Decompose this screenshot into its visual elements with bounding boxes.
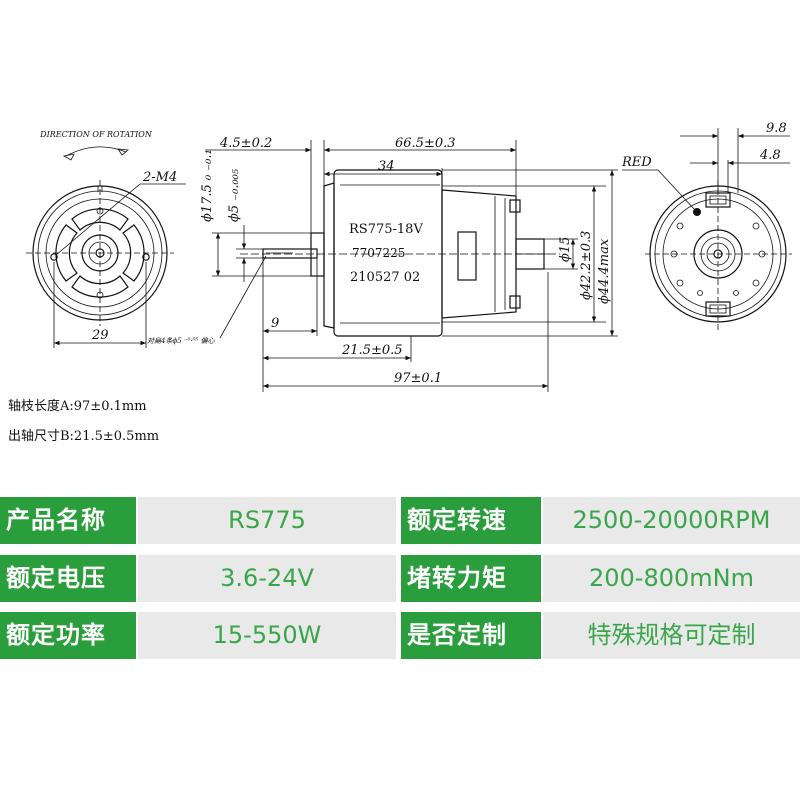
flat-note: 对扁4条ϕ5 ⁻⁰·⁰⁵ 偏心 [147, 337, 215, 345]
dim-42-2: ϕ42.2±0.3 [579, 231, 594, 300]
spec-value: 15-550W [138, 612, 396, 659]
dim-9: 9 [271, 316, 279, 331]
dim-5: ϕ5 ₋₀.₀₀₅ [227, 168, 242, 222]
shaft-length-note: 轴枝长度A:97±0.1mm [8, 399, 147, 414]
dim-44-4: ϕ44.4max [597, 238, 612, 304]
spec-label: 额定功率 [0, 612, 136, 659]
dim-21-5: 21.5±0.5 [341, 343, 403, 358]
spec-label: 额定转速 [401, 497, 541, 544]
spec-label: 是否定制 [401, 612, 541, 659]
dim-34: 34 [378, 159, 395, 174]
dim-66-5: 66.5±0.3 [395, 136, 456, 151]
spec-table: 产品名称 RS775 额定转速 2500-20000RPM 额定电压 3.6-2… [0, 497, 800, 662]
thread-label: 2-M4 [142, 170, 177, 185]
dim-97: 97±0.1 [394, 371, 442, 386]
dim-29: 29 [91, 328, 109, 343]
spec-row: 额定功率 15-550W 是否定制 特殊规格可定制 [0, 612, 800, 659]
spec-value: 2500-20000RPM [543, 497, 800, 544]
body-marking-date: 210527 02 [350, 270, 420, 285]
dim-9-8: 9.8 [766, 121, 787, 136]
body-marking-model: RS775-18V [349, 222, 423, 237]
dim-15: ϕ15 [558, 237, 573, 262]
spec-label: 堵转力矩 [401, 555, 541, 602]
dim-17-5: ϕ17.5 ₀ ₋₀.₁ [200, 149, 215, 222]
body-marking-code: 7707225 [352, 246, 405, 260]
spec-value: 特殊规格可定制 [543, 612, 800, 659]
spec-label: 额定电压 [0, 555, 136, 602]
direction-of-rotation-label: DIRECTION OF ROTATION [39, 130, 153, 139]
side-view: RS775-18V 7707225 210527 02 4.5±0.2 66.5… [147, 136, 618, 392]
dim-4-8: 4.8 [759, 148, 781, 163]
red-terminal-label: RED [621, 155, 652, 170]
spec-row: 产品名称 RS775 额定转速 2500-20000RPM [0, 497, 800, 544]
spec-value: RS775 [138, 497, 396, 544]
spec-value: 200-800mNm [543, 555, 800, 602]
front-end-view: DIRECTION OF ROTATION 2-M4 29 [26, 130, 186, 348]
shaft-output-note: 出轴尺寸B:21.5±0.5mm [8, 429, 160, 444]
motor-technical-drawing: DIRECTION OF ROTATION 2-M4 29 RS775-18V … [26, 121, 792, 392]
dim-4-5: 4.5±0.2 [219, 136, 272, 151]
spec-label: 产品名称 [0, 497, 136, 544]
spec-value: 3.6-24V [138, 555, 396, 602]
rear-end-view: RED 9.8 4.8 [621, 121, 792, 330]
spec-row: 额定电压 3.6-24V 堵转力矩 200-800mNm [0, 555, 800, 602]
